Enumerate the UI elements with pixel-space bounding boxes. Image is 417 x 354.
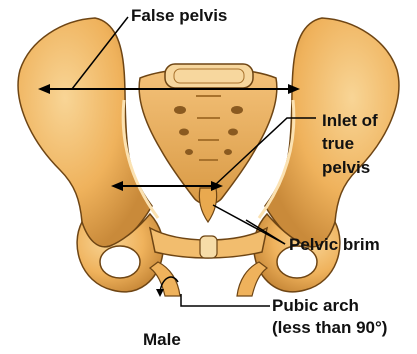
pubic-arch-label-line2: (less than 90°) bbox=[272, 318, 387, 338]
left-ilium bbox=[18, 18, 152, 247]
inlet-label-line3: pelvis bbox=[322, 158, 370, 178]
lumbar-vertebra bbox=[165, 64, 253, 88]
pubic-arch-leader bbox=[181, 294, 270, 306]
inlet-label-line2: true bbox=[322, 134, 354, 154]
pubic-arch-label-line1: Pubic arch bbox=[272, 296, 359, 316]
left-obturator-foramen bbox=[100, 246, 140, 278]
inlet-label-line1: Inlet of bbox=[322, 111, 378, 131]
pelvic-brim-label: Pelvic brim bbox=[289, 235, 380, 255]
false-pelvis-label: False pelvis bbox=[131, 6, 227, 26]
symphysis-disc bbox=[200, 236, 217, 258]
pubic-arch bbox=[150, 262, 267, 296]
caption-male: Male bbox=[143, 330, 181, 350]
right-ilium bbox=[265, 18, 399, 247]
